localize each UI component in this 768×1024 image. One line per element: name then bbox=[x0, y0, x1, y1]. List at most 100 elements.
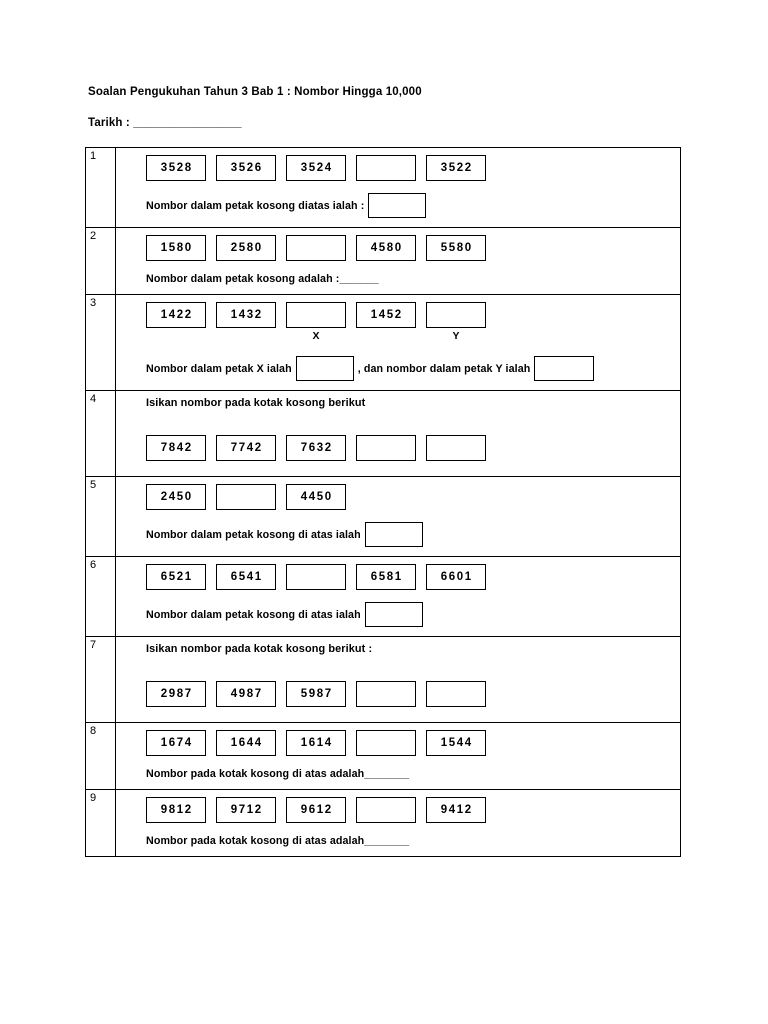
question-number: 2 bbox=[85, 227, 116, 295]
sequence-blank-box[interactable] bbox=[426, 435, 486, 461]
question-number: 3 bbox=[85, 294, 116, 391]
answer-box-y[interactable] bbox=[534, 356, 595, 381]
sequence-number-box: 1674 bbox=[146, 730, 206, 756]
answer-statement: Nombor dalam petak kosong diatas ialah : bbox=[146, 193, 680, 218]
sequence-number-box: 4987 bbox=[216, 681, 276, 707]
sequence-blank-box[interactable] bbox=[356, 797, 416, 823]
box-label-x: X bbox=[312, 330, 320, 342]
sequence-number-box: 3524 bbox=[286, 155, 346, 181]
spacer bbox=[146, 707, 680, 713]
answer-box-x[interactable] bbox=[295, 356, 354, 381]
number-sequence: 7842 7742 7632 bbox=[146, 435, 680, 461]
sequence-blank-box[interactable] bbox=[356, 730, 416, 756]
question-body: Isikan nombor pada kotak kosong berikut 7… bbox=[115, 390, 681, 477]
statement-text: Nombor dalam petak kosong di atas ialah bbox=[146, 528, 361, 541]
question-instruction: Isikan nombor pada kotak kosong berikut bbox=[146, 397, 366, 409]
box-label-empty bbox=[356, 329, 416, 343]
page-title: Soalan Pengukuhan Tahun 3 Bab 1 : Nombor… bbox=[88, 86, 422, 98]
sequence-number-box: 7632 bbox=[286, 435, 346, 461]
box-label-y: Y bbox=[452, 330, 460, 342]
answer-box[interactable] bbox=[364, 602, 423, 627]
sequence-number-box: 2987 bbox=[146, 681, 206, 707]
sequence-number-box: 7742 bbox=[216, 435, 276, 461]
answer-statement: Nombor pada kotak kosong di atas adalah_… bbox=[146, 768, 680, 780]
statement-text: Nombor pada kotak kosong di atas adalah bbox=[146, 835, 365, 847]
sequence-number-box: 1544 bbox=[426, 730, 486, 756]
number-sequence: 1580 2580 4580 5580 bbox=[146, 235, 680, 261]
sequence-number-box: 1452 bbox=[356, 302, 416, 328]
date-field: Tarikh : __________________ bbox=[88, 117, 242, 129]
sequence-blank-box[interactable] bbox=[216, 484, 276, 510]
statement-text: Nombor dalam petak kosong adalah : bbox=[146, 273, 340, 285]
sequence-number-box: 6601 bbox=[426, 564, 486, 590]
answer-statement: Nombor dalam petak kosong di atas ialah bbox=[146, 602, 680, 627]
question-number: 4 bbox=[85, 390, 116, 477]
sequence-blank-box[interactable] bbox=[356, 435, 416, 461]
sequence-number-box: 7842 bbox=[146, 435, 206, 461]
answer-box[interactable] bbox=[368, 193, 427, 218]
date-label: Tarikh : bbox=[88, 117, 134, 129]
sequence-blank-box[interactable] bbox=[426, 302, 486, 328]
answer-blank-rule[interactable]: ________ bbox=[364, 768, 409, 780]
statement-text: Nombor pada kotak kosong di atas adalah bbox=[146, 768, 365, 780]
sequence-number-box: 9812 bbox=[146, 797, 206, 823]
answer-blank-rule[interactable]: ________ bbox=[364, 835, 409, 847]
answer-statement: Nombor dalam petak kosong di atas ialah bbox=[146, 522, 680, 547]
question-number: 7 bbox=[85, 636, 116, 723]
sequence-number-box: 6521 bbox=[146, 564, 206, 590]
sequence-blank-box[interactable] bbox=[356, 155, 416, 181]
question-number: 6 bbox=[85, 556, 116, 637]
number-sequence: 2987 4987 5987 bbox=[146, 681, 680, 707]
sequence-number-box: 1580 bbox=[146, 235, 206, 261]
question-instruction: Isikan nombor pada kotak kosong berikut … bbox=[146, 643, 373, 655]
spacer bbox=[146, 461, 680, 467]
sequence-number-box: 2580 bbox=[216, 235, 276, 261]
sequence-number-box: 3528 bbox=[146, 155, 206, 181]
statement-text-secondary: , dan nombor dalam petak Y ialah bbox=[357, 362, 531, 375]
sequence-number-box: 5987 bbox=[286, 681, 346, 707]
sequence-number-box: 1644 bbox=[216, 730, 276, 756]
box-label-empty bbox=[216, 329, 276, 343]
sequence-blank-box[interactable] bbox=[356, 681, 416, 707]
sequence-blank-box[interactable] bbox=[286, 235, 346, 261]
answer-statement: Nombor dalam petak kosong adalah :______… bbox=[146, 273, 680, 285]
sequence-number-box: 6581 bbox=[356, 564, 416, 590]
question-number: 1 bbox=[85, 147, 116, 228]
sequence-number-box: 4580 bbox=[356, 235, 416, 261]
spacer bbox=[146, 409, 680, 435]
sequence-blank-box[interactable] bbox=[286, 564, 346, 590]
sequence-number-box: 3526 bbox=[216, 155, 276, 181]
sequence-blank-box[interactable] bbox=[286, 302, 346, 328]
sequence-blank-box[interactable] bbox=[426, 681, 486, 707]
date-blank-rule[interactable]: __________________ bbox=[133, 117, 242, 129]
question-number: 9 bbox=[85, 789, 116, 857]
statement-text: Nombor dalam petak kosong diatas ialah : bbox=[146, 199, 365, 212]
sequence-number-box: 5580 bbox=[426, 235, 486, 261]
sequence-number-box: 3522 bbox=[426, 155, 486, 181]
statement-text: Nombor dalam petak X ialah bbox=[146, 362, 292, 375]
answer-box[interactable] bbox=[364, 522, 423, 547]
answer-statement: Nombor pada kotak kosong di atas adalah_… bbox=[146, 835, 680, 847]
sequence-number-box: 1432 bbox=[216, 302, 276, 328]
number-sequence: 3528 3526 3524 3522 bbox=[146, 155, 680, 181]
question-row: 7 Isikan nombor pada kotak kosong berikut… bbox=[85, 636, 681, 723]
answer-blank-rule[interactable]: _______ bbox=[339, 273, 379, 285]
sequence-number-box: 9412 bbox=[426, 797, 486, 823]
